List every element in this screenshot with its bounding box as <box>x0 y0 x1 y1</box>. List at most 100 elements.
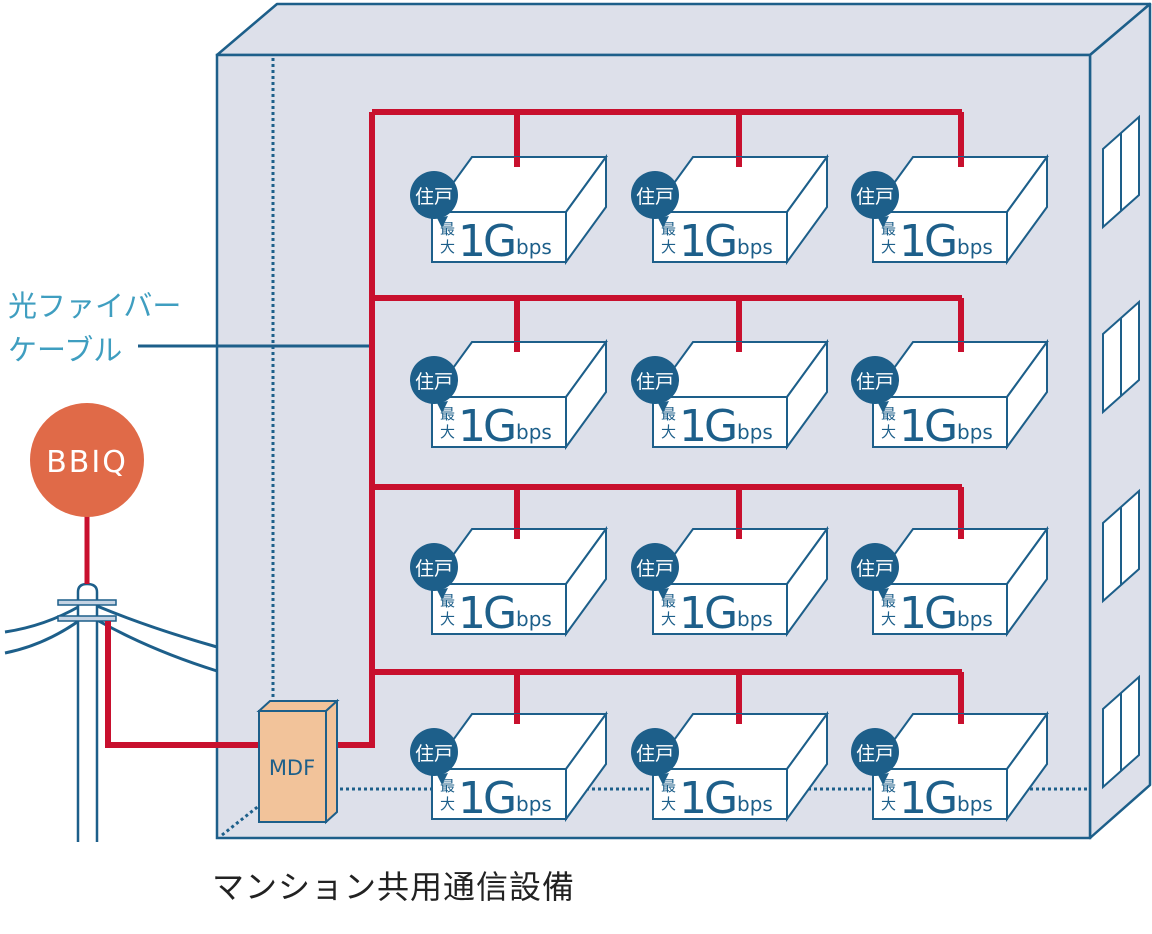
unit-speed-unit: bps <box>737 235 773 259</box>
unit-max-prefix-top: 最 <box>440 220 455 238</box>
unit-front-face <box>431 768 567 820</box>
fiber-cable-label-line2: ケーブル <box>8 333 123 367</box>
unit-badge-circle <box>851 543 899 591</box>
unit-front-face <box>872 583 1008 635</box>
unit-speed-value: 1G <box>899 773 955 824</box>
unit-badge-tail <box>878 216 889 228</box>
unit-speed-unit: bps <box>516 792 552 816</box>
unit-badge-circle <box>631 356 679 404</box>
unit-speed-value: 1G <box>458 216 514 267</box>
unit-max-prefix-top: 最 <box>881 592 896 610</box>
unit-speed-value: 1G <box>899 216 955 267</box>
mdf-side <box>325 698 338 825</box>
building-window <box>1102 674 1140 790</box>
unit-badge-tail <box>878 773 889 785</box>
unit-max-prefix-bottom: 大 <box>661 610 676 628</box>
unit-badge-label: 住戸 <box>415 186 453 208</box>
unit-front-face <box>652 768 788 820</box>
unit-badge-tail <box>878 588 889 600</box>
unit-max-prefix-top: 最 <box>661 592 676 610</box>
unit-badge-label: 住戸 <box>856 558 894 580</box>
unit-speed-unit: bps <box>516 235 552 259</box>
unit-speed-value: 1G <box>458 588 514 639</box>
unit-speed-value: 1G <box>679 773 735 824</box>
unit-max-prefix-bottom: 大 <box>440 610 455 628</box>
unit-badge-tail <box>658 401 669 413</box>
unit-speed-unit: bps <box>957 420 993 444</box>
building-top-face <box>215 2 1152 57</box>
unit-max-prefix-bottom: 大 <box>881 423 896 441</box>
pole-crossarm-upper <box>57 599 117 606</box>
unit-badge-circle <box>410 356 458 404</box>
unit-speed-value: 1G <box>458 773 514 824</box>
unit-speed-value: 1G <box>458 401 514 452</box>
unit-speed-unit: bps <box>957 792 993 816</box>
unit-badge-tail <box>658 588 669 600</box>
unit-max-prefix-bottom: 大 <box>661 423 676 441</box>
pole-wire-left-upper <box>4 604 81 634</box>
unit-front-face <box>872 768 1008 820</box>
building-window <box>1102 299 1140 415</box>
pole-to-mdf-fiber <box>105 621 262 748</box>
unit-speed-unit: bps <box>737 792 773 816</box>
unit-speed-unit: bps <box>516 607 552 631</box>
unit-max-prefix-top: 最 <box>661 777 676 795</box>
bbiq-label: BBIQ <box>46 445 128 480</box>
unit-max-prefix-bottom: 大 <box>440 795 455 813</box>
mdf-top <box>256 700 340 712</box>
unit-badge-tail <box>437 216 448 228</box>
unit-badge-label: 住戸 <box>636 186 674 208</box>
unit-badge-circle <box>851 171 899 219</box>
diagram-caption: マンション共用通信設備 <box>212 868 576 906</box>
pole-wire-left-lower <box>4 618 81 655</box>
unit-badge-tail <box>658 216 669 228</box>
unit-badge-label: 住戸 <box>415 558 453 580</box>
unit-badge-tail <box>878 401 889 413</box>
unit-badge-label: 住戸 <box>636 371 674 393</box>
unit-badge-circle <box>851 356 899 404</box>
unit-front-face <box>431 396 567 448</box>
unit-badge-label: 住戸 <box>636 558 674 580</box>
unit-badge-circle <box>631 728 679 776</box>
windows <box>1102 114 1140 790</box>
unit-speed-value: 1G <box>679 216 735 267</box>
unit-speed-value: 1G <box>679 588 735 639</box>
unit-max-prefix-bottom: 大 <box>440 423 455 441</box>
unit-badge-tail <box>437 588 448 600</box>
unit-max-prefix-bottom: 大 <box>881 238 896 256</box>
unit-speed-unit: bps <box>957 607 993 631</box>
unit-speed-value: 1G <box>679 401 735 452</box>
unit-badge-tail <box>658 773 669 785</box>
unit-max-prefix-bottom: 大 <box>661 795 676 813</box>
unit-front-face <box>431 583 567 635</box>
unit-max-prefix-top: 最 <box>440 405 455 423</box>
unit-front-face <box>652 396 788 448</box>
unit-badge-circle <box>410 543 458 591</box>
unit-front-face <box>872 211 1008 263</box>
unit-badge-circle <box>410 728 458 776</box>
unit-max-prefix-top: 最 <box>440 777 455 795</box>
unit-badge-tail <box>437 401 448 413</box>
utility-pole <box>4 582 218 842</box>
pole-crossarm-lower <box>57 615 117 622</box>
unit-badge-label: 住戸 <box>856 371 894 393</box>
building-hidden-edge-diagonal <box>221 803 261 837</box>
unit-front-face <box>872 396 1008 448</box>
mdf-to-trunk-fiber <box>336 112 375 748</box>
unit-max-prefix-bottom: 大 <box>881 610 896 628</box>
mdf-front <box>258 710 327 823</box>
unit-max-prefix-bottom: 大 <box>661 238 676 256</box>
building-window <box>1102 114 1140 230</box>
unit-front-face <box>652 211 788 263</box>
building-window <box>1102 488 1140 604</box>
